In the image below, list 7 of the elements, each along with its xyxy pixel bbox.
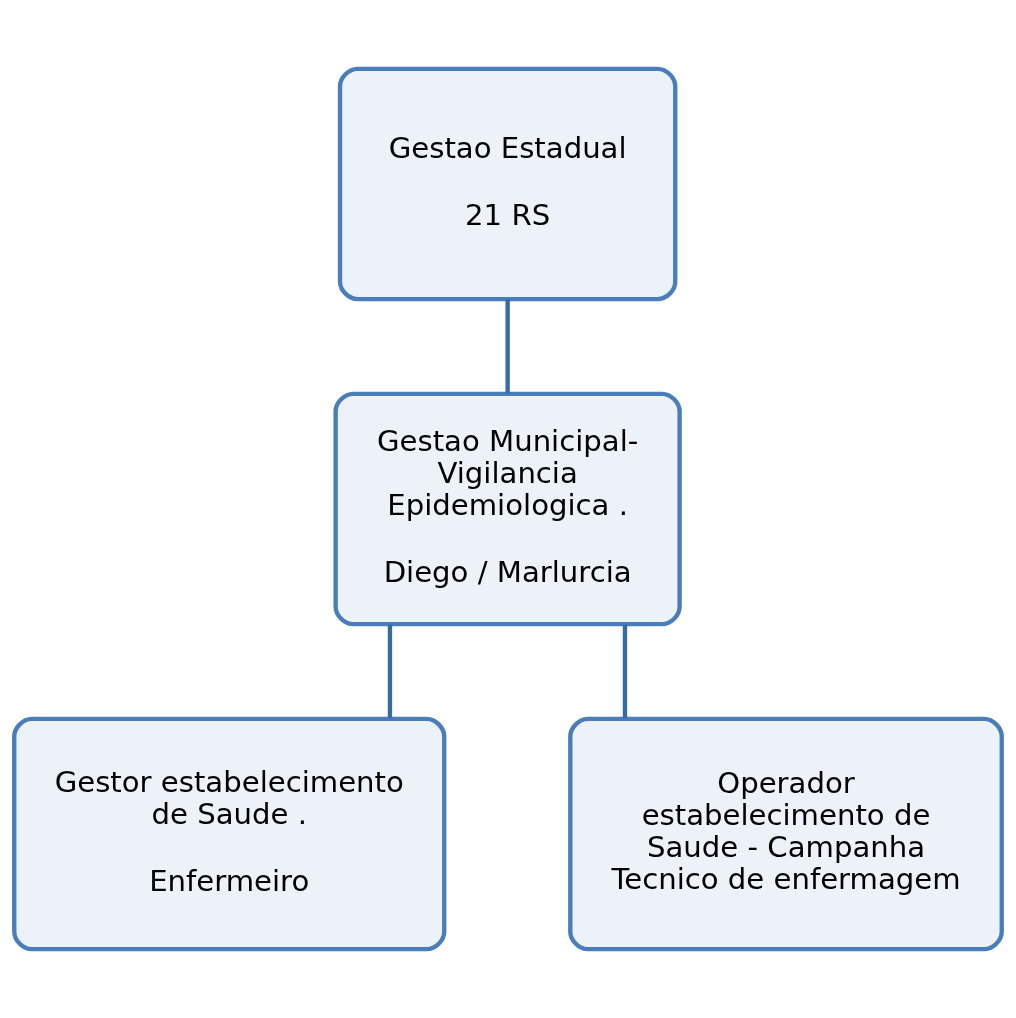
connector: [622, 624, 628, 719]
node-box: Gestao Estadual 21 RS: [337, 66, 678, 302]
connector: [505, 299, 510, 394]
connector: [387, 624, 393, 719]
node-box: Gestao Municipal- Vigilancia Epidemiologica . Diego / Marlurcia: [333, 391, 682, 627]
node-box: Operador estabelecimento de Saude - Campanha Tecnico de enfermagem: [568, 716, 1004, 952]
node-box: Gestor estabelecimento de Saude . Enfermeiro: [12, 716, 447, 952]
